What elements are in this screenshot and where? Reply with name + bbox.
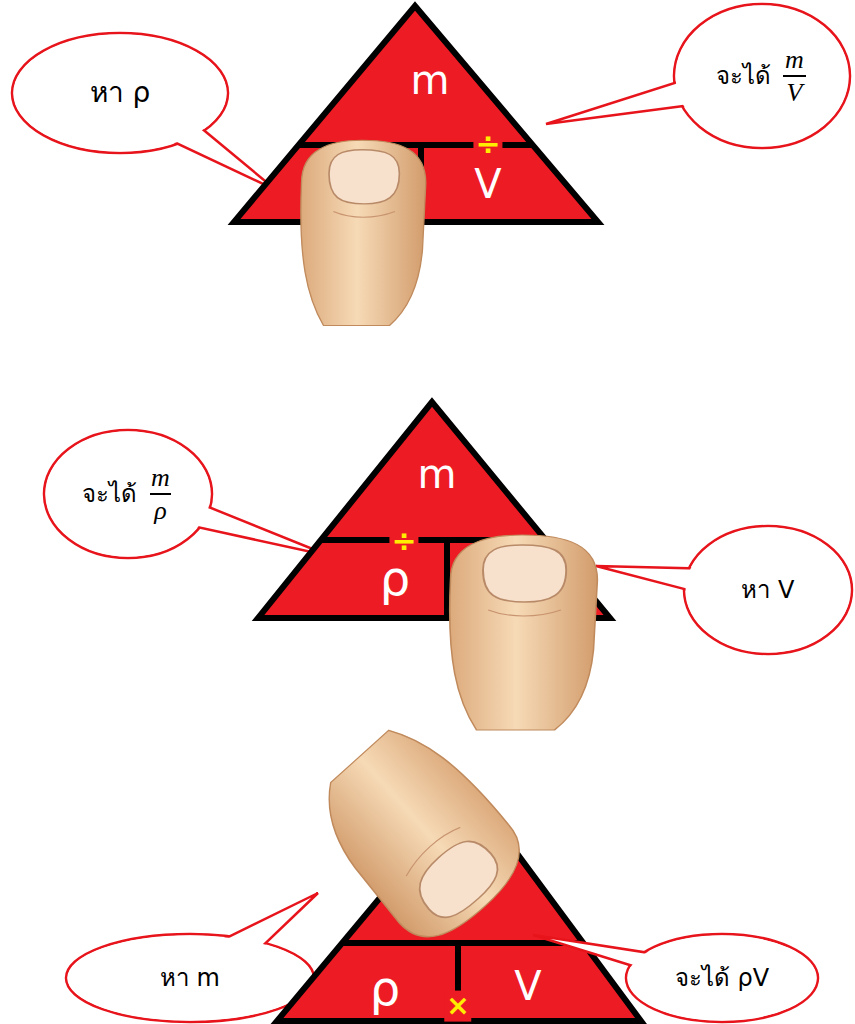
operator-symbol: ÷ xyxy=(473,127,502,160)
bubble-text: หา ρ xyxy=(90,78,151,109)
bubble-content: หา m xyxy=(160,965,220,991)
bubble-text: หา V xyxy=(741,577,794,603)
triangle-cell-label: ρ xyxy=(380,552,410,605)
bubble-text: จะได้ xyxy=(82,481,137,507)
bubble-content: หา ρ xyxy=(90,78,151,109)
fraction: mV xyxy=(781,46,808,107)
quantity-symbol: V xyxy=(514,964,541,1008)
triangle-cell-label: m xyxy=(418,452,457,496)
triangle-cell-label: × xyxy=(444,991,471,1022)
speech-bubble: จะได้ mρ xyxy=(44,430,212,558)
fraction-denominator: V xyxy=(783,75,807,106)
fraction: mρ xyxy=(147,464,174,525)
triangle-outline xyxy=(229,1,603,227)
speech-bubble: หา m xyxy=(66,934,314,1022)
bubble-content: จะได้ ρV xyxy=(675,965,769,991)
fraction-numerator: m xyxy=(147,464,174,493)
fraction-denominator: ρ xyxy=(150,493,170,524)
formula-triangle: m÷ρ xyxy=(253,397,615,623)
bubble-text: จะได้ xyxy=(716,63,771,89)
thumb xyxy=(450,535,598,730)
bubble-content: จะได้ mρ xyxy=(82,464,174,525)
speech-bubble: จะได้ mV xyxy=(674,4,850,148)
operator-symbol: × xyxy=(444,991,471,1022)
quantity-symbol: m xyxy=(411,58,450,102)
quantity-symbol: ρ xyxy=(370,962,400,1015)
triangle-cell-label: V xyxy=(474,162,501,206)
formula-triangle: ρ × V xyxy=(272,785,646,1024)
quantity-symbol: V xyxy=(474,162,501,206)
formula-triangle: m ÷V xyxy=(229,1,603,227)
triangle-cell-label: ρ xyxy=(370,962,400,1015)
triangle-outline xyxy=(272,785,646,1024)
triangle-cell-label: V xyxy=(514,964,541,1008)
quantity-symbol: m xyxy=(418,452,457,496)
fraction-numerator: m xyxy=(781,46,808,75)
triangle-cell-label: ÷ xyxy=(473,127,502,160)
bubble-text: หา m xyxy=(160,965,220,991)
quantity-symbol: ρ xyxy=(380,552,410,605)
bubble-content: หา V xyxy=(741,577,794,603)
speech-bubble: หา ρ xyxy=(12,33,228,153)
bubble-content: จะได้ mV xyxy=(716,46,808,107)
triangle-cell-label: m xyxy=(411,58,450,102)
triangle-outline xyxy=(253,397,615,623)
thumb xyxy=(301,140,426,325)
thumb xyxy=(299,712,539,956)
speech-bubble: จะได้ ρV xyxy=(626,934,818,1022)
speech-bubble: หา V xyxy=(684,526,852,654)
bubble-text: จะได้ ρV xyxy=(675,965,769,991)
